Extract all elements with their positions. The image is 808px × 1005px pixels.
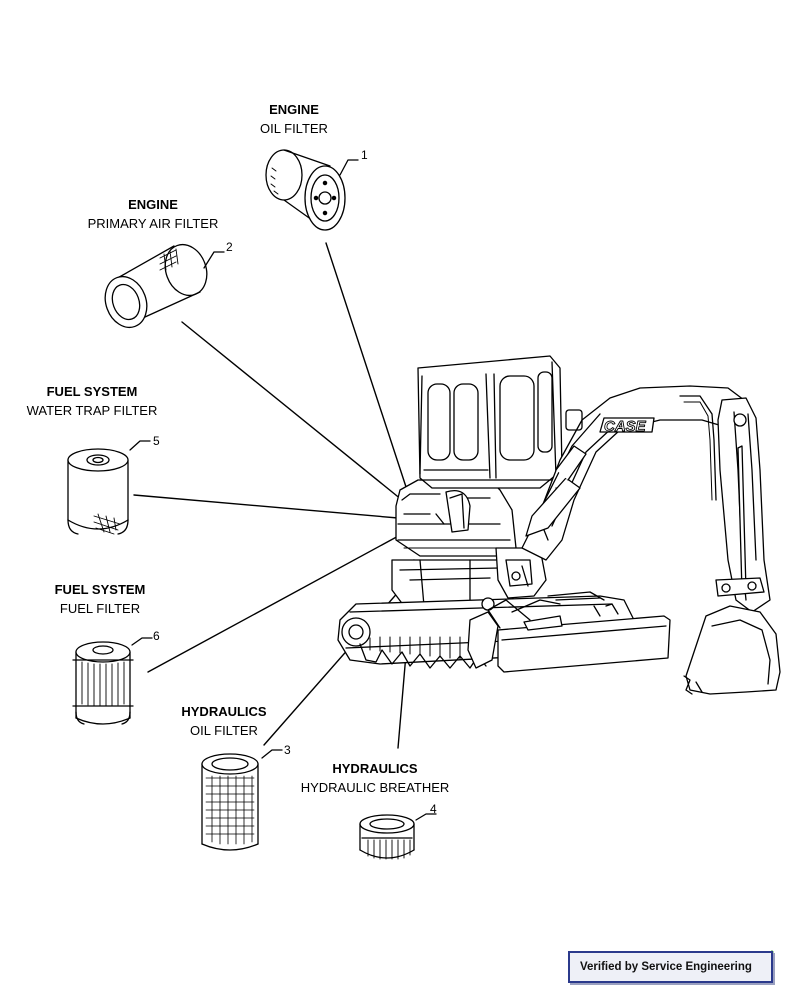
callout-number-2: 2 <box>226 240 233 254</box>
part-name: HYDRAULIC BREATHER <box>300 780 450 795</box>
fuel-filter-icon <box>72 637 153 725</box>
callout-number-6: 6 <box>153 629 160 643</box>
hydraulic-oil-filter-icon <box>201 749 283 851</box>
label-hydraulic-oil-filter: HYDRAULICS OIL FILTER <box>164 702 284 740</box>
part-name: FUEL FILTER <box>59 601 141 616</box>
excavator-illustration: CASE <box>337 355 781 695</box>
part-name: OIL FILTER <box>260 121 328 136</box>
engine-oil-filter-icon <box>265 149 359 231</box>
verified-badge: Verified by Service Engineering <box>568 951 773 983</box>
primary-air-filter-icon <box>104 243 225 329</box>
callout-number-1: 1 <box>361 148 368 162</box>
label-fuel-filter: FUEL SYSTEM FUEL FILTER <box>40 580 160 618</box>
label-engine-oil-filter: ENGINE OIL FILTER <box>236 100 352 138</box>
verified-badge-text: Verified by Service Engineering <box>580 961 752 973</box>
label-hydraulic-breather: HYDRAULICS HYDRAULIC BREATHER <box>290 759 460 797</box>
system-name: HYDRAULICS <box>332 761 418 776</box>
label-fuel-water-trap-filter: FUEL SYSTEM WATER TRAP FILTER <box>12 382 172 420</box>
callout-numbers: 1 2 3 4 5 6 <box>153 148 437 816</box>
leader-lines <box>133 242 423 749</box>
system-name: FUEL SYSTEM <box>54 582 146 597</box>
brand-logo-text: CASE <box>604 418 647 435</box>
system-name: ENGINE <box>269 102 319 117</box>
part-name: OIL FILTER <box>190 723 258 738</box>
system-name: ENGINE <box>128 197 178 212</box>
system-name: FUEL SYSTEM <box>46 384 138 399</box>
part-name: PRIMARY AIR FILTER <box>87 216 219 231</box>
callout-number-3: 3 <box>284 743 291 757</box>
hydraulic-breather-icon <box>359 813 437 860</box>
callout-number-5: 5 <box>153 434 160 448</box>
part-name: WATER TRAP FILTER <box>26 403 158 418</box>
water-trap-filter-icon <box>67 440 151 535</box>
label-engine-primary-air-filter: ENGINE PRIMARY AIR FILTER <box>70 195 236 233</box>
callout-number-4: 4 <box>430 802 437 816</box>
system-name: HYDRAULICS <box>181 704 267 719</box>
